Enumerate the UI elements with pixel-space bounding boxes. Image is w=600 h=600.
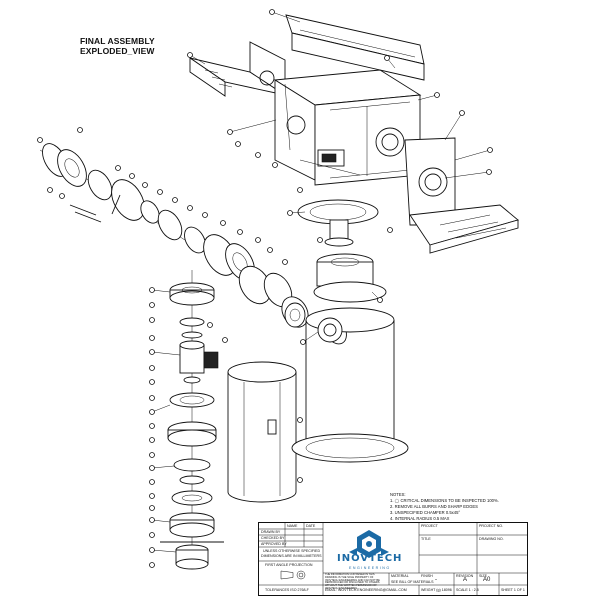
drawing-notes: NOTES: 1. ◯ CRITICAL DIMENSIONS TO BE IN… (390, 492, 540, 522)
finish-value: - (435, 577, 437, 583)
note-item: 4. INTERNAL RADIUS 0.5 MAX (390, 516, 450, 521)
inovtech-logo-icon (349, 530, 389, 558)
title-block-grid (259, 523, 527, 595)
checked-by-label: CHECKED BY (261, 536, 285, 540)
drawing-title: FINAL ASSEMBLY (80, 36, 155, 46)
material-label: MATERIAL (391, 574, 409, 578)
transparent-cylinder (227, 361, 297, 503)
title-label: TITLE (421, 537, 431, 541)
base-column (284, 253, 409, 463)
drawing-subtitle: EXPLODED_VIEW (80, 46, 155, 56)
confidentiality-notice: THE INFORMATION CONTAINED IN THIS DRAWIN… (325, 573, 380, 590)
notes-heading: NOTES: (390, 492, 406, 497)
company-logo-subtitle: ENGINEERING (349, 566, 391, 570)
part-balloons (37, 9, 493, 568)
approved-by-label: APPROVED BY (261, 542, 287, 546)
project-label: PROJECT (421, 524, 438, 528)
center-vertical-stack (160, 270, 224, 570)
note-item: 1. ◯ CRITICAL DIMENSIONS TO BE INSPECTED… (390, 498, 499, 503)
revision-value: A (463, 577, 468, 583)
date-column-label: DATE (306, 524, 316, 528)
weight-label: WEIGHT (g) 18096 (421, 588, 452, 592)
material-value: SEE BILL OF MATERIALS (391, 580, 434, 584)
note-item: 3. UNSPECIFIED CHAMFER 0.5x45° (390, 510, 461, 515)
sheet-label: SHEET 1 OF 1 (501, 588, 525, 592)
size-value: A0 (483, 577, 491, 583)
top-frame-bracket (285, 14, 425, 105)
size-label: SIZE (479, 574, 487, 578)
revision-label: REVISION (456, 574, 474, 578)
drawn-by-label: DRAWN BY (261, 530, 281, 534)
balloon-leaders (151, 11, 491, 553)
drawing-no-label: DRAWING NO. (479, 537, 504, 541)
note-item: 2. REMOVE ALL BURRS AND SHARP EDGES (390, 504, 478, 509)
finish-label: FINISH (421, 574, 433, 578)
main-housing-box (273, 69, 422, 186)
scale-label: SCALE 1 : 2.5 (456, 588, 479, 592)
title-block: NAME DATE DRAWN BY CHECKED BY APPROVED B… (258, 522, 528, 596)
project-no-label: PROJECT NO. (479, 524, 504, 528)
company-email: EMAIL: INOVTECH.ENGINEERING@GMAIL.COM (325, 588, 407, 592)
units-note-line2: DIMENSIONS ARE IN MILLIMETERS (261, 554, 322, 558)
projection-label: FIRST ANGLE PROJECTION (265, 563, 313, 567)
left-mounting-bracket (189, 41, 286, 97)
units-note-line1: UNLESS OTHERWISE SPECIFIED (263, 549, 321, 553)
tolerances-label: TOLERANCES ISO 2768-F (265, 588, 309, 592)
company-logo-text: INOVTECH (337, 553, 403, 564)
name-column-label: NAME (287, 524, 298, 528)
right-mounting-bracket (404, 137, 519, 254)
top-flange-disc (297, 199, 379, 247)
